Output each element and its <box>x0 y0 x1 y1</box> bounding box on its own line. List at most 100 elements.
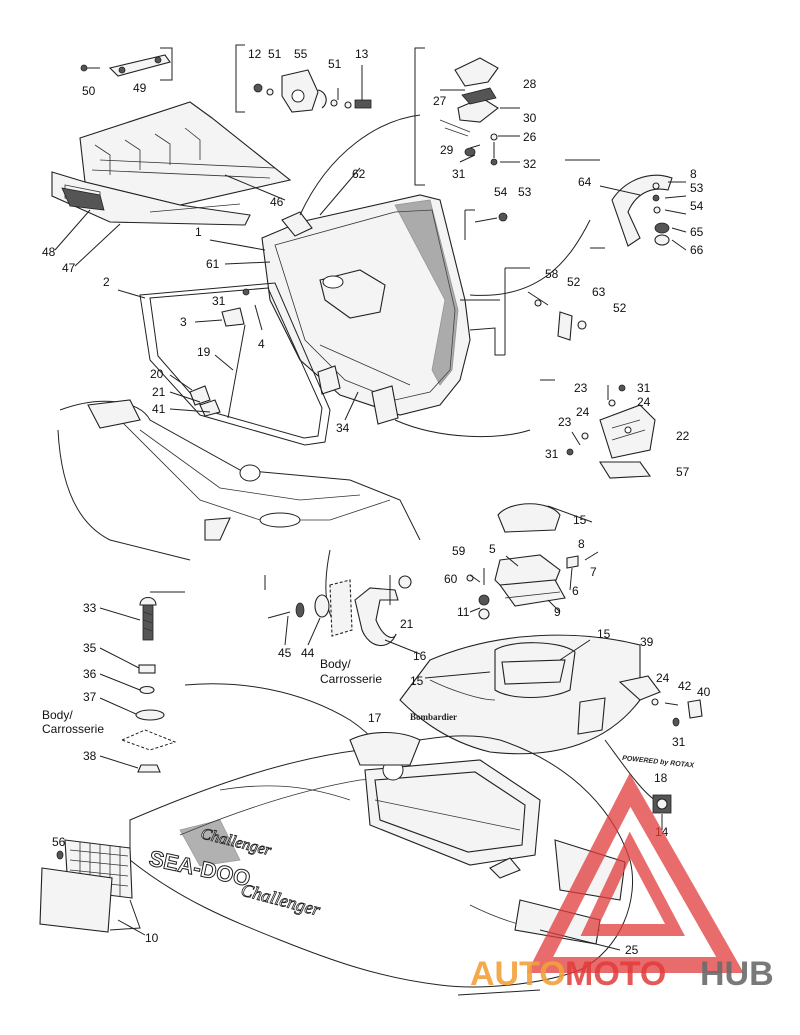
grille-10 <box>39 839 141 933</box>
label-49: 49 <box>133 81 147 95</box>
label-38: 38 <box>83 749 97 763</box>
label-44: 44 <box>301 646 315 660</box>
body-label-fr: Carrosserie <box>42 722 104 736</box>
label-36: 36 <box>83 667 97 681</box>
upper-body-outline <box>57 399 421 561</box>
label-57: 57 <box>676 465 690 479</box>
label-leaders <box>54 154 687 951</box>
label-45: 45 <box>278 646 292 660</box>
label-28: 28 <box>523 77 537 91</box>
watermark-text-auto: AUTO <box>470 955 566 993</box>
body-callouts: Body/ Carrosserie Body/ Carrosserie <box>42 657 382 736</box>
latch-assembly <box>414 47 520 186</box>
label-27: 27 <box>433 94 447 108</box>
decal-bombardier: Bombardier <box>410 712 457 722</box>
body-label-en: Body/ <box>42 708 73 722</box>
label-16: 16 <box>413 649 427 663</box>
label-11: 11 <box>457 605 470 619</box>
label-29: 29 <box>440 143 454 157</box>
hatch-cover <box>261 194 471 425</box>
label-65: 65 <box>690 225 704 239</box>
label-52: 52 <box>613 301 627 315</box>
label-24: 24 <box>576 405 590 419</box>
front-deck <box>399 634 661 755</box>
label-10: 10 <box>145 931 159 945</box>
label-66: 66 <box>690 243 704 257</box>
label-13: 13 <box>355 47 369 61</box>
label-15: 15 <box>597 627 611 641</box>
label-1: 1 <box>195 225 202 239</box>
grab-handle <box>611 174 673 247</box>
label-21: 21 <box>400 617 414 631</box>
label-15: 15 <box>410 674 424 688</box>
label-64: 64 <box>578 175 592 189</box>
label-23: 23 <box>574 381 588 395</box>
label-51: 51 <box>328 57 342 71</box>
bolt-stack <box>120 591 185 773</box>
label-59: 59 <box>452 544 466 558</box>
label-47: 47 <box>62 261 76 275</box>
label-17: 17 <box>368 711 382 725</box>
screw-54-53 <box>474 212 508 223</box>
label-4: 4 <box>258 337 265 351</box>
storage-bin-cover <box>466 503 599 620</box>
label-32: 32 <box>523 157 537 171</box>
clip-hardware-center <box>264 575 412 647</box>
hinge-22 <box>566 384 656 479</box>
label-48: 48 <box>42 245 56 259</box>
label-12: 12 <box>248 47 262 61</box>
label-31: 31 <box>672 735 686 749</box>
label-7: 7 <box>590 565 597 579</box>
label-50: 50 <box>82 84 96 98</box>
label-25: 25 <box>625 943 639 957</box>
label-51: 51 <box>268 47 282 61</box>
hatch-seal <box>139 282 331 446</box>
label-19: 19 <box>197 345 211 359</box>
label-56: 56 <box>52 835 66 849</box>
label-33: 33 <box>83 601 97 615</box>
label-15: 15 <box>573 513 587 527</box>
label-53: 53 <box>518 185 532 199</box>
label-30: 30 <box>523 111 537 125</box>
label-62: 62 <box>352 167 366 181</box>
small-hardware-right <box>651 698 703 727</box>
label-58: 58 <box>545 267 559 281</box>
label-23: 23 <box>558 415 572 429</box>
label-52: 52 <box>567 275 581 289</box>
label-39: 39 <box>640 635 654 649</box>
label-22: 22 <box>676 429 690 443</box>
label-20: 20 <box>150 367 164 381</box>
watermark-logo: AUTO MOTO HUB <box>470 773 774 993</box>
emblem-14 <box>652 794 672 814</box>
label-31: 31 <box>545 447 559 461</box>
label-42: 42 <box>678 679 692 693</box>
label-18: 18 <box>654 771 668 785</box>
label-60: 60 <box>444 572 458 586</box>
storage-tray-assembly <box>51 47 292 226</box>
label-40: 40 <box>697 685 711 699</box>
watermark-text-moto: MOTO <box>565 955 666 993</box>
label-37: 37 <box>83 690 97 704</box>
label-26: 26 <box>523 130 537 144</box>
body-label-fr: Carrosserie <box>320 672 382 686</box>
label-8: 8 <box>690 167 697 181</box>
label-54: 54 <box>690 199 704 213</box>
label-55: 55 <box>294 47 308 61</box>
label-35: 35 <box>83 641 97 655</box>
label-24: 24 <box>637 395 651 409</box>
label-24: 24 <box>656 671 670 685</box>
label-53: 53 <box>690 181 704 195</box>
label-9: 9 <box>554 605 561 619</box>
decal-powered: POWERED by ROTAX <box>622 755 696 770</box>
label-5: 5 <box>489 542 496 556</box>
label-41: 41 <box>152 402 166 416</box>
label-63: 63 <box>592 285 606 299</box>
label-31: 31 <box>452 167 466 181</box>
body-label-en: Body/ <box>320 657 351 671</box>
label-31: 31 <box>637 381 651 395</box>
watermark-text-hub: HUB <box>700 955 774 993</box>
label-8: 8 <box>578 537 585 551</box>
decal-challenger: Challenger <box>239 880 323 921</box>
